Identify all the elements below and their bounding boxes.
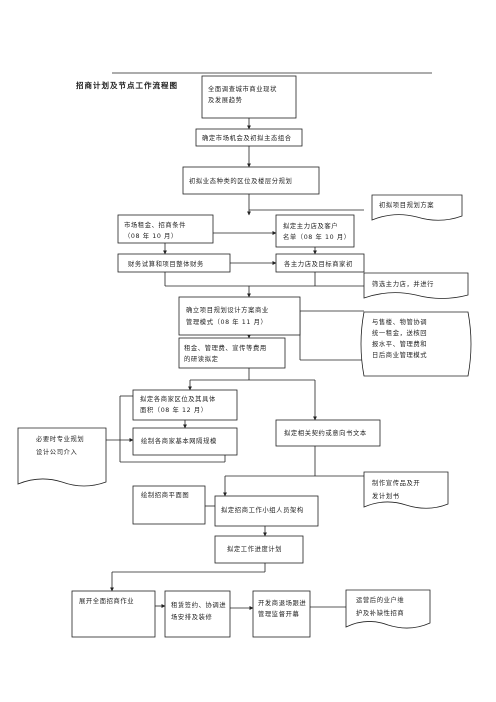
box-launch-leasing (71, 590, 156, 638)
box-lease-signing (164, 590, 231, 638)
text-line: 报水平、管理费和 (372, 339, 427, 348)
text-line: 各主力店及目标商家初 (284, 259, 353, 268)
box-tenant-area-text: 拟定各商家区位及其具体面积（08 年 12 月） (140, 394, 216, 414)
documents: 初拟项目规划方案 筛选主力店，并进行 与售楼、物管协调统一租金，送核回报水平、管… (17, 194, 472, 629)
text-line: 租赁签约、协调进 (171, 600, 226, 609)
text-line: 筛选主力店，并进行 (372, 279, 434, 288)
text-line: 制作宣传品及开 (372, 478, 420, 487)
box-design-scheme (178, 296, 301, 336)
box-zoning-plan (182, 166, 320, 195)
box-target-tenants (275, 253, 365, 273)
text-line: 初拟业态种类的区位及楼层分规划 (189, 176, 292, 185)
text-line: 全面调查城市商业现状 (208, 84, 277, 93)
box-market-survey (201, 75, 297, 119)
box-financial-calc-text: 财务试算和项目整体财务 (128, 259, 204, 268)
box-lease-signing-text: 租赁签约、协调进场安排及装修 (171, 600, 226, 621)
box-design-scheme-text: 确立项目规划设计方案商业管理模式（08 年 11 月） (186, 305, 269, 326)
text-line: 拟定工作进度计划 (227, 544, 282, 553)
box-partition-drawing (132, 427, 238, 456)
text-line: 必要时专业规划 (36, 434, 84, 443)
box-zoning-plan-text: 初拟业态种类的区位及楼层分规划 (189, 176, 292, 185)
text-line: 及发展趋势 (208, 95, 243, 104)
text-line: 确定市场机会及初拟主态组合 (202, 133, 292, 142)
text-line: 拟定主力店及客户 (283, 221, 338, 230)
doc-coordination-text: 与售楼、物管协调统一租金，送核回报水平、管理费和日后商业管理模式 (372, 317, 427, 359)
text-line: 运营后的业户维 (356, 595, 404, 604)
doc-operation-maintenance (345, 589, 431, 629)
text-line: 拟定相关契约或意向书文本 (284, 428, 367, 437)
box-developer-handover (252, 590, 311, 638)
text-line: 开发商退场跟进 (258, 598, 306, 607)
chart-title: 招商计划及节点工作流程图 (76, 80, 178, 90)
text-line: 管理模式（08 年 11 月） (186, 317, 267, 326)
box-contract-draft-text: 拟定相关契约或意向书文本 (284, 428, 367, 437)
text-line: 发计划书 (372, 491, 400, 500)
text-line: 管理监督开幕 (258, 609, 299, 618)
doc-initial-plan-text: 初拟项目规划方案 (379, 200, 434, 209)
box-launch-leasing-text: 展开全面招商作业 (79, 596, 134, 605)
doc-anchor-screening (363, 272, 469, 299)
box-target-tenants-text: 各主力店及目标商家初 (284, 259, 353, 268)
text-line: 初拟项目规划方案 (379, 200, 434, 209)
doc-professional-design-text: 必要时专业规划设计公司介入 (36, 434, 84, 456)
box-fee-draft-text: 租金、管理费、宣传等费用的研读拟定 (184, 343, 267, 363)
doc-promotion-text: 制作宣传品及开发计划书 (372, 478, 420, 500)
text-line: （08 年 10 月） (124, 231, 178, 240)
text-line: 统一租金，送核回 (372, 328, 427, 337)
doc-promotion (363, 471, 449, 509)
box-fee-draft (178, 337, 286, 369)
text-line: 的研读拟定 (184, 354, 219, 363)
text-line: 名单（08 年 10 月） (283, 232, 351, 241)
text-line: 场安排及装修 (171, 612, 212, 621)
text-line: 展开全面招商作业 (79, 596, 134, 605)
box-tenant-area (132, 389, 238, 421)
box-developer-handover-text: 开发商退场跟进管理监督开幕 (258, 598, 306, 618)
box-market-opportunity (195, 128, 303, 147)
text-line: 面积（08 年 12 月） (140, 405, 208, 414)
box-financial-calc (117, 253, 231, 273)
box-rent-terms (117, 214, 214, 244)
text-line: 绘制各商家基本网隔规模 (141, 436, 217, 445)
box-schedule (214, 535, 304, 564)
text-line: 护及补缺性招商 (356, 608, 404, 617)
box-market-survey-text: 全面调查城市商业现状及发展趋势 (208, 84, 277, 104)
doc-initial-plan (371, 194, 463, 221)
text-line: 租金、管理费、宣传等费用 (184, 343, 267, 352)
connectors (106, 118, 364, 610)
box-anchor-list (275, 214, 355, 248)
doc-coordination (360, 311, 472, 377)
text-line: 财务试算和项目整体财务 (128, 259, 204, 268)
text-line: 绘制招商平面图 (141, 490, 189, 499)
text-line: 市场租金、招商条件 (124, 220, 186, 229)
box-floor-plan-text: 绘制招商平面图 (141, 490, 189, 499)
text-line: 设计公司介入 (36, 447, 77, 456)
text-line: 拟定招商工作小组人员架构 (221, 505, 304, 514)
text-line: 拟定各商家区位及其具体 (140, 394, 216, 403)
text-line: 日后商业管理模式 (372, 350, 427, 359)
box-contract-draft (275, 419, 381, 447)
box-market-opportunity-text: 确定市场机会及初拟主态组合 (202, 133, 292, 142)
box-team-structure (214, 495, 319, 527)
box-floor-plan (132, 485, 206, 525)
process-steps: 全面调查城市商业现状及发展趋势 确定市场机会及初拟主态组合 初拟业态种类的区位及… (71, 75, 381, 638)
doc-anchor-screening-text: 筛选主力店，并进行 (372, 279, 434, 288)
box-partition-drawing-text: 绘制各商家基本网隔规模 (141, 436, 217, 445)
doc-professional-design (17, 427, 107, 487)
box-schedule-text: 拟定工作进度计划 (227, 544, 282, 553)
box-team-structure-text: 拟定招商工作小组人员架构 (221, 505, 304, 514)
text-line: 与售楼、物管协调 (372, 317, 427, 326)
doc-operation-maintenance-text: 运营后的业户维护及补缺性招商 (356, 595, 404, 617)
text-line: 确立项目规划设计方案商业 (186, 305, 269, 314)
box-rent-terms-text: 市场租金、招商条件 （08 年 10 月） (124, 220, 186, 240)
box-anchor-list-text: 拟定主力店及客户名单（08 年 10 月） (283, 221, 351, 241)
